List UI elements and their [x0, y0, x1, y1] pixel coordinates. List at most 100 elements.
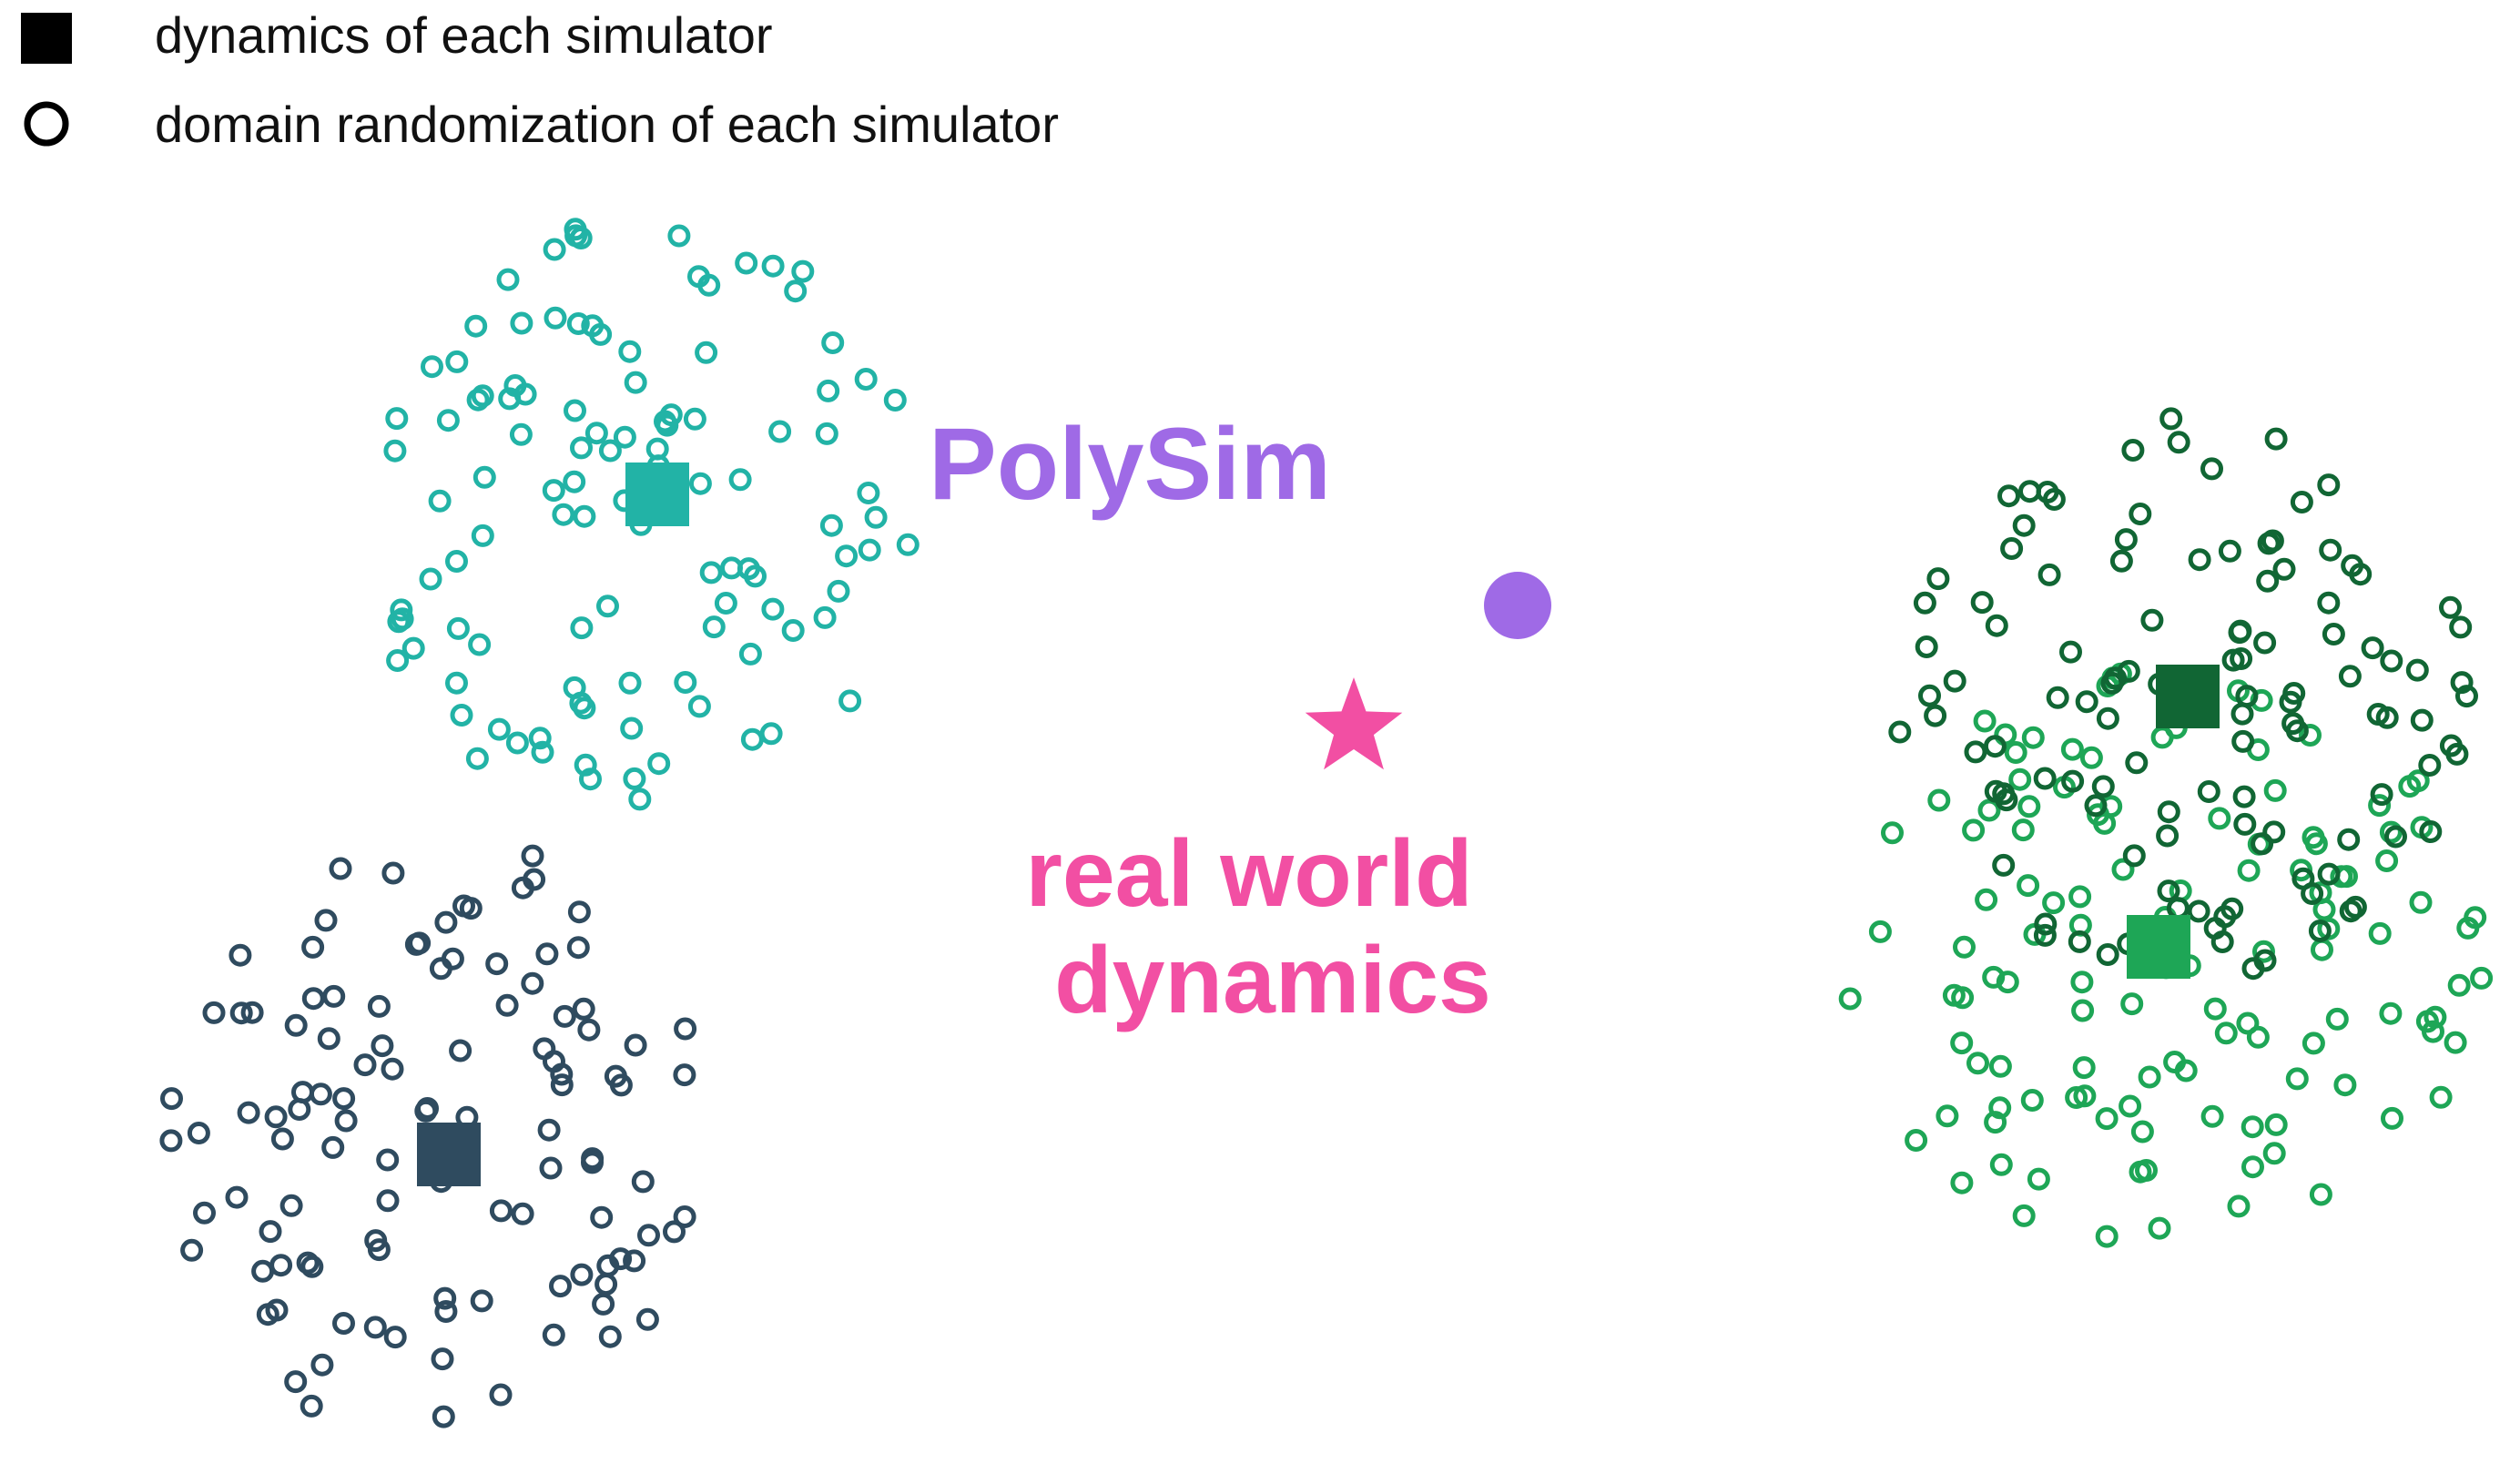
teal-simulator-sample-circle-icon — [817, 379, 840, 402]
green-simulator-sample-circle-icon — [2070, 971, 2094, 994]
slate-simulator-sample-circle-icon — [202, 1001, 226, 1024]
cluster-darkgreen-simulator — [1888, 407, 2478, 981]
darkgreen-simulator-sample-circle-icon — [2084, 794, 2108, 818]
slate-simulator-sample-circle-icon — [592, 1292, 615, 1316]
teal-simulator-sample-circle-icon — [570, 616, 594, 640]
darkgreen-simulator-sample-circle-icon — [2317, 473, 2341, 497]
teal-simulator-sample-circle-icon — [510, 311, 533, 335]
darkgreen-simulator-sample-circle-icon — [2281, 712, 2305, 736]
real-world-star-icon — [1305, 677, 1403, 770]
slate-simulator-sample-circle-icon — [441, 947, 464, 971]
darkgreen-simulator-sample-circle-icon — [2061, 769, 2085, 793]
slate-simulator-sample-circle-icon — [566, 936, 590, 960]
green-simulator-sample-circle-icon — [2079, 746, 2103, 769]
teal-simulator-sample-circle-icon — [503, 374, 527, 397]
teal-simulator-sample-circle-icon — [383, 439, 407, 462]
darkgreen-simulator-sample-circle-icon — [2000, 537, 2024, 560]
darkgreen-simulator-sample-circle-icon — [2018, 480, 2041, 503]
teal-simulator-sample-circle-icon — [674, 671, 697, 694]
slate-simulator-sample-circle-icon — [631, 1170, 655, 1194]
green-simulator-sample-circle-icon — [1977, 798, 2001, 822]
green-simulator-sample-circle-icon — [2236, 1011, 2260, 1035]
teal-simulator-sample-circle-icon — [628, 788, 652, 811]
green-simulator-sample-circle-icon — [1953, 935, 1976, 959]
green-simulator-sample-circle-icon — [2150, 726, 2174, 749]
cluster-green-simulator — [1838, 662, 2494, 1248]
darkgreen-simulator-sample-circle-icon — [1924, 704, 1947, 727]
darkgreen-simulator-sample-circle-icon — [2156, 824, 2180, 848]
teal-simulator-sample-circle-icon — [759, 722, 783, 746]
green-simulator-sample-circle-icon — [1905, 1129, 1928, 1152]
darkgreen-simulator-sample-circle-icon — [2449, 615, 2473, 639]
slate-simulator-sample-circle-icon — [332, 1312, 355, 1335]
teal-simulator-sample-circle-icon — [386, 649, 410, 672]
darkgreen-simulator-sample-circle-icon — [2322, 623, 2345, 645]
green-simulator-sample-circle-icon — [2456, 916, 2480, 940]
green-simulator-sample-circle-icon — [2237, 859, 2261, 882]
teal-simulator-sample-circle-icon — [436, 409, 460, 432]
darkgreen-simulator-sample-circle-icon — [1913, 591, 1936, 615]
green-simulator-sample-circle-icon — [2406, 769, 2430, 793]
slate-simulator-sample-circle-icon — [376, 1189, 400, 1213]
green-simulator-sample-circle-icon — [1838, 987, 1862, 1011]
teal-simulator-sample-circle-icon — [385, 407, 409, 431]
teal-simulator-sample-circle-icon — [688, 472, 712, 495]
green-simulator-sample-circle-icon — [2311, 938, 2333, 961]
darkgreen-simulator-sample-circle-icon — [1964, 740, 1987, 764]
darkgreen-simulator-sample-circle-icon — [2261, 529, 2284, 553]
teal-simulator-sample-circle-icon — [450, 704, 473, 727]
green-simulator-sample-circle-icon — [2381, 1106, 2403, 1130]
slate-simulator-sample-circle-icon — [635, 1307, 659, 1331]
teal-simulator-sample-circle-icon — [623, 767, 646, 790]
slate-simulator-sample-circle-icon — [159, 1129, 183, 1153]
teal-simulator-sample-circle-icon — [683, 407, 706, 431]
green-simulator-sample-circle-icon — [1942, 983, 1966, 1007]
darkgreen-simulator-sample-circle-icon — [2455, 685, 2478, 708]
darkgreen-simulator-sample-circle-icon — [2117, 659, 2140, 683]
darkgreen-simulator-sample-circle-icon — [2203, 917, 2227, 940]
slate-simulator-sample-circle-icon — [609, 1247, 633, 1271]
teal-simulator-sample-circle-icon — [791, 259, 815, 283]
teal-simulator-sample-circle-icon — [589, 322, 613, 346]
green-simulator-sample-circle-icon — [2095, 1225, 2119, 1248]
teal-simulator-sample-circle-icon — [659, 403, 683, 427]
green-simulator-sample-circle-icon — [2447, 973, 2471, 997]
teal-simulator-sample-circle-icon — [857, 482, 880, 504]
teal-simulator-sample-circle-icon — [543, 238, 566, 261]
green-simulator-sample-circle-icon — [2021, 726, 2045, 749]
slate-simulator-sample-circle-icon — [414, 1099, 438, 1123]
teal-simulator-sample-circle-icon — [667, 224, 691, 248]
green-simulator-sample-circle-icon — [2246, 1025, 2270, 1049]
green-simulator-dynamics-square — [2127, 915, 2190, 979]
slate-simulator-sample-circle-icon — [256, 1303, 279, 1326]
green-simulator-sample-circle-icon — [1950, 1171, 1974, 1194]
green-simulator-sample-circle-icon — [2241, 1115, 2264, 1139]
green-simulator-sample-circle-icon — [2444, 1031, 2467, 1054]
green-simulator-sample-circle-icon — [2299, 724, 2322, 747]
darkgreen-simulator-sample-circle-icon — [2091, 775, 2115, 798]
green-simulator-sample-circle-icon — [1868, 920, 1892, 943]
darkgreen-simulator-sample-circle-icon — [2231, 729, 2255, 753]
slate-simulator-sample-circle-icon — [237, 1101, 260, 1124]
darkgreen-simulator-sample-circle-icon — [1888, 720, 1912, 744]
slate-simulator-sample-circle-icon — [489, 1383, 513, 1407]
teal-simulator-sample-circle-icon — [471, 523, 494, 547]
green-simulator-sample-circle-icon — [2241, 1155, 2264, 1179]
teal-simulator-sample-circle-icon — [838, 689, 862, 713]
teal-simulator-sample-circle-icon — [487, 717, 511, 741]
slate-simulator-sample-circle-icon — [264, 1105, 288, 1129]
slate-simulator-sample-circle-icon — [383, 1326, 407, 1349]
darkgreen-simulator-sample-circle-icon — [2230, 647, 2253, 670]
teal-simulator-sample-circle-icon — [813, 605, 837, 629]
teal-simulator-sample-circle-icon — [720, 556, 743, 580]
teal-simulator-sample-circle-icon — [531, 740, 554, 764]
darkgreen-simulator-sample-circle-icon — [2439, 595, 2462, 619]
teal-simulator-sample-circle-icon — [509, 422, 533, 446]
green-simulator-sample-circle-icon — [1973, 709, 1997, 733]
green-simulator-sample-circle-icon — [2368, 794, 2392, 818]
legend-hollow-circle-icon — [24, 101, 69, 147]
green-simulator-sample-circle-icon — [2375, 849, 2399, 872]
darkgreen-simulator-sample-circle-icon — [2361, 636, 2384, 660]
green-simulator-sample-circle-icon — [2368, 921, 2392, 945]
green-simulator-sample-circle-icon — [2409, 890, 2433, 914]
